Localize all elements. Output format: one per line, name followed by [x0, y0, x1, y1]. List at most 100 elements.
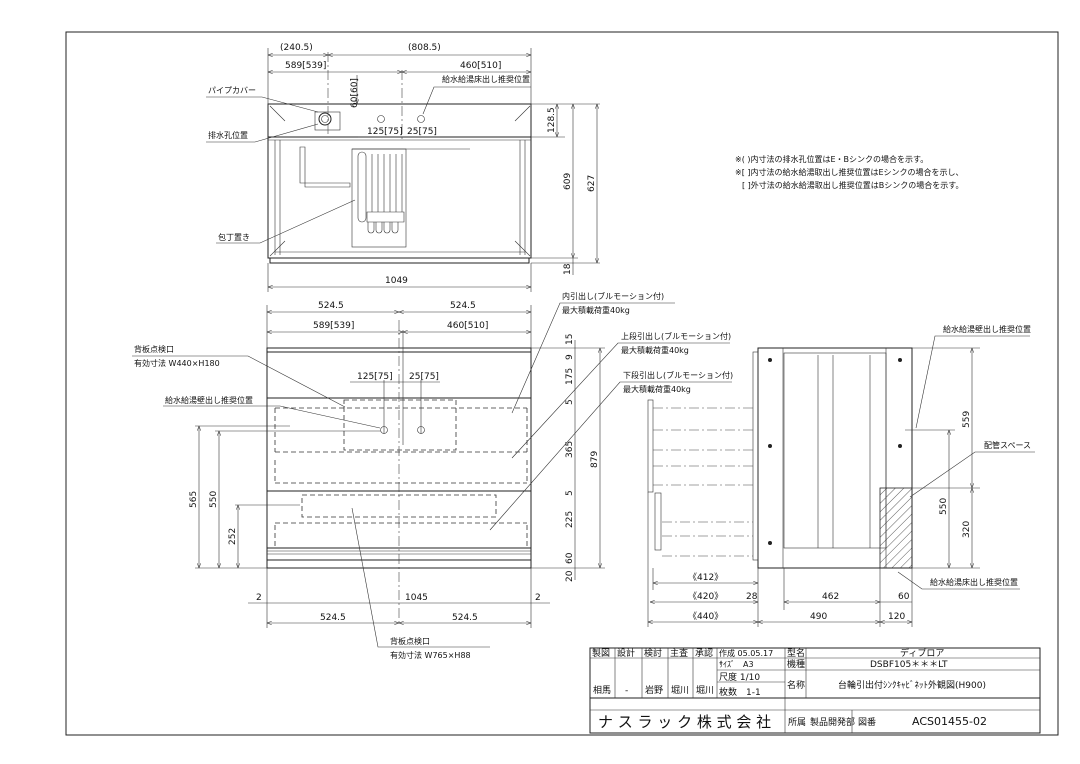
f-dim-bottom-1: 524.5 [320, 613, 346, 623]
dim-808: (808.5) [408, 43, 441, 53]
pipe-cover [314, 111, 341, 131]
tb-dept-label: 所属 [788, 717, 806, 728]
f-dim-175: 175 [565, 368, 575, 385]
tb-signer-reviewed: 岩野 [645, 684, 663, 696]
note-2: ※[ ]内寸法の給水給湯取出し推奨位置はEシンクの場合を示し、 [735, 167, 964, 177]
tb-size: ｻｲｽﾞ A3 [719, 660, 754, 669]
dim-125: 125[75] [367, 127, 403, 137]
dim-589: 589[539] [285, 61, 326, 71]
dim-18: 18 [563, 263, 573, 275]
tb-signer-approved: 堀川 [696, 685, 714, 696]
note-3: [ ]外寸法の給水給湯取出し推奨位置はBシンクの場合を示す。 [742, 180, 963, 190]
f-dim-225: 225 [565, 511, 575, 528]
f-dim-60: 60 [565, 552, 575, 564]
dim-609: 609 [563, 173, 573, 190]
f-dim-5a: 5 [565, 399, 575, 405]
label-floor-outlet: 給水給湯床出し推奨位置 [442, 74, 530, 84]
label-upper-drawer-1: 上段引出し(ブルモーション付) [621, 331, 731, 341]
label-upper-drawer-2: 最大積載荷重40kg [621, 345, 689, 355]
tb-header-approved: 承認 [695, 647, 713, 659]
label-lower-drawer-1: 下段引出し(ブルモーション付) [623, 370, 733, 380]
dim-1049: 1049 [385, 276, 408, 286]
tb-header-designed: 設計 [617, 647, 635, 659]
label-access-top-2: 有効寸法 W440×H180 [134, 358, 220, 368]
tb-company: ナ ス ラ ッ ク 株 式 会 社 [598, 713, 771, 731]
side-view: 《412》 《420》 28 462 60 《440》 490 120 559 … [647, 324, 1035, 627]
notes: ※( )内寸法の排水孔位置はE・Bシンクの場合を示す。 ※[ ]内寸法の給水給湯… [735, 154, 964, 190]
s-dim-60: 60 [898, 592, 910, 602]
f-dim-top-1: 524.5 [318, 301, 344, 311]
s-dim-420: 《420》 [688, 591, 723, 602]
tb-type-label: 機種 [787, 658, 805, 670]
s-dim-559: 559 [962, 411, 972, 428]
tb-model: ディプロア [900, 647, 944, 659]
tb-header-reviewed: 検討 [644, 647, 662, 659]
pipe-space [879, 487, 913, 569]
tb-type: DSBF105＊＊＊LT [870, 660, 948, 670]
s-dim-550: 550 [939, 498, 949, 515]
access-panel-top [343, 399, 457, 451]
tb-sheets: 枚数 1-1 [719, 686, 761, 698]
title-block: 製図 設計 検討 主査 承認 相馬 - 岩野 堀川 堀川 作成 05.05.17… [589, 647, 1041, 734]
f-dim-365: 365 [565, 441, 575, 458]
f-dim-1045: 1045 [405, 593, 428, 603]
tb-signer-drawn: 相馬 [593, 684, 611, 696]
f-dim-gap-right: 2 [535, 593, 541, 603]
dim-627: 627 [587, 175, 597, 192]
s-dim-320: 320 [962, 521, 972, 538]
label-floor-outlet-side: 給水給湯床出し推奨位置 [930, 577, 1018, 587]
f-dim-9: 9 [565, 354, 575, 360]
tb-dept: 製品開発部 [810, 716, 855, 728]
s-dim-28: 28 [746, 592, 758, 602]
label-wall-outlet-front: 給水給湯壁出し推奨位置 [165, 395, 253, 405]
supply-hole-2 [417, 115, 425, 123]
f-dim-20: 20 [565, 570, 575, 582]
dim-60: 60[60] [350, 78, 360, 108]
s-dim-412: 《412》 [688, 572, 723, 583]
f-dim-bottom-2: 524.5 [452, 613, 478, 623]
tb-header-chief: 主査 [670, 647, 688, 659]
f-dim-gap-left: 2 [256, 593, 262, 603]
tb-created: 作成 05.05.17 [719, 648, 773, 658]
dim-128: 128.5 [547, 107, 557, 133]
front-view: 125[75] 25[75] 524.5 524.5 589[539] 460[… [132, 291, 733, 660]
s-dim-490: 490 [810, 612, 827, 622]
s-dim-440: 《440》 [688, 611, 723, 622]
top-view: (240.5) (808.5) 589[539] 460[510] 60[60]… [206, 43, 600, 292]
f-dim-460: 460[510] [447, 321, 488, 331]
f-dim-879: 879 [590, 451, 600, 468]
dim-240: (240.5) [280, 43, 313, 53]
label-lower-drawer-2: 最大積載荷重40kg [623, 384, 691, 394]
f-dim-15: 15 [565, 334, 575, 345]
f-dim-top-2: 524.5 [450, 301, 476, 311]
tb-model-label: 型名 [787, 647, 805, 659]
f-dim-565: 565 [189, 491, 199, 508]
f-dim-550: 550 [209, 491, 219, 508]
dim-460: 460[510] [460, 61, 501, 71]
f-dim-125: 125[75] [357, 372, 393, 382]
f-dim-5b: 5 [565, 490, 575, 496]
note-1: ※( )内寸法の排水孔位置はE・Bシンクの場合を示す。 [735, 154, 928, 164]
label-pipe-cover: パイプカバー [208, 86, 256, 95]
f-dim-252: 252 [228, 528, 238, 545]
label-access-bottom-2: 有効寸法 W765×H88 [390, 650, 471, 660]
label-inner-drawer-1: 内引出し(ブルモーション付) [562, 291, 664, 301]
label-inner-drawer-2: 最大積載荷重40kg [562, 305, 630, 315]
label-access-top-1: 背板点検口 [134, 344, 174, 354]
tb-signer-designed: - [625, 686, 628, 696]
tb-name: 台輪引出付ｼﾝｸｷｬﾋﾞﾈｯﾄ外観図(H900) [838, 679, 986, 691]
tb-drawing-no: ACS01455-02 [912, 715, 987, 728]
f-dim-589: 589[539] [313, 321, 354, 331]
s-dim-120: 120 [888, 612, 905, 622]
tb-header-drawn: 製図 [592, 647, 610, 659]
drain-hole [318, 112, 332, 126]
label-wall-outlet-side: 給水給湯壁出し推奨位置 [943, 324, 1031, 334]
f-dim-25: 25[75] [409, 372, 439, 382]
supply-hole-1 [377, 115, 385, 123]
tb-name-label: 名称 [787, 679, 805, 691]
label-drain-hole: 排水孔位置 [208, 130, 248, 140]
tb-signer-chief: 堀川 [671, 685, 689, 696]
tb-scale: 尺度 1/10 [719, 671, 760, 683]
label-pipe-space: 配管スペース [984, 440, 1031, 450]
